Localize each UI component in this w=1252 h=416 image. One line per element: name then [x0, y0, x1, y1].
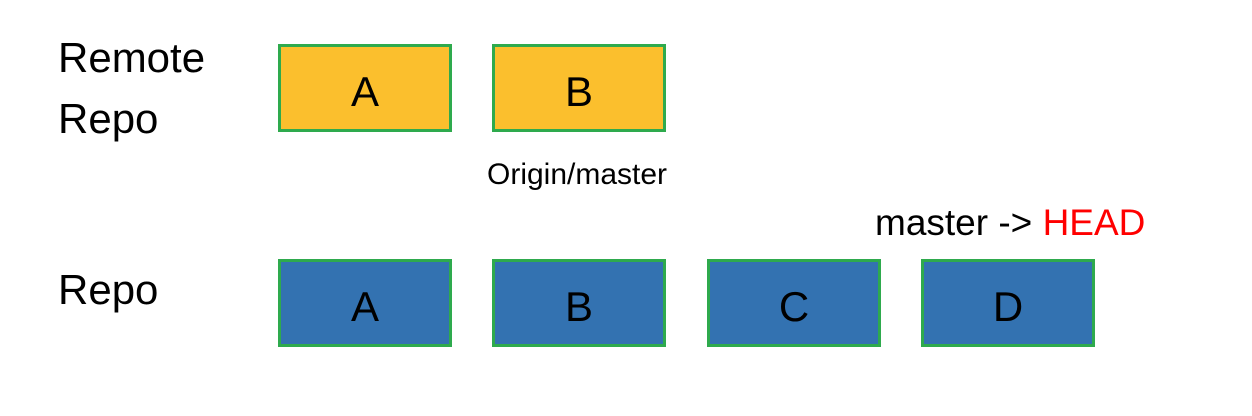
- remote-commit-b: B: [492, 44, 666, 132]
- master-pointer-text: master ->: [875, 202, 1043, 243]
- local-commit-a: A: [278, 259, 452, 347]
- local-repo-label: Repo: [58, 266, 159, 313]
- master-head-pointer: master -> HEAD: [875, 202, 1145, 244]
- remote-commit-a: A: [278, 44, 452, 132]
- remote-repo-label-line1: Remote: [58, 34, 206, 81]
- local-commit-d: D: [921, 259, 1095, 347]
- head-pointer-text: HEAD: [1042, 202, 1146, 243]
- remote-repo-label-line2: Repo: [58, 94, 159, 142]
- local-commit-c: C: [707, 259, 881, 347]
- remote-repo-label: Remote Repo: [58, 28, 205, 150]
- origin-master-pointer: Origin/master: [487, 158, 668, 191]
- local-commit-b: B: [492, 259, 666, 347]
